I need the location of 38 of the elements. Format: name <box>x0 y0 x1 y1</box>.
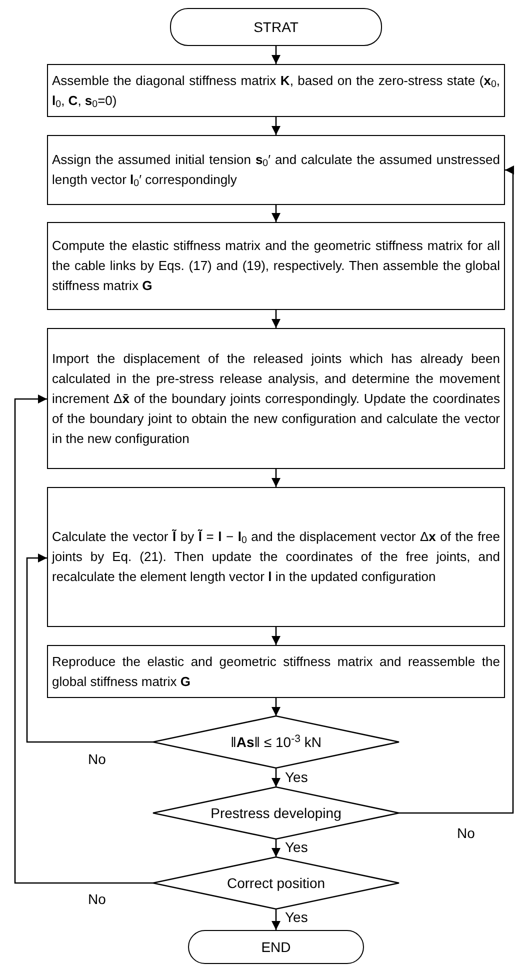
arrow <box>272 839 280 857</box>
arrow <box>272 469 280 487</box>
node-text: Prestress developing <box>208 805 344 821</box>
edge-label: Yes <box>284 909 309 925</box>
arrow <box>272 909 280 930</box>
arrow <box>272 627 280 645</box>
node-text: Calculate the vector l̃ by l̃ = l − l$_{0}$ and the displacement vector Δx of the free joints by Eq. (21). Then update the coordinates of the free joints, and recalculate the element length vector l in the updated configuration <box>52 528 500 586</box>
terminal-box <box>188 930 364 964</box>
node-text: Assign the assumed initial tension s$_{0}$′ and calculate the assumed unstressed length vector l$_{0}$′ correspondingly <box>52 151 500 190</box>
process-box <box>47 645 505 698</box>
node-text: Compute the elastic stiffness matrix and the geometric stiffness matrix for all the cable links by Eqs. (17) and (19), respectively. Then assemble the global stiffness matrix G <box>52 237 500 295</box>
arrow <box>272 768 280 787</box>
arrow <box>272 310 280 328</box>
edge-label: Yes <box>284 839 309 855</box>
node-text: Correct position <box>224 875 328 891</box>
node-text: ‖As‖ ≤ 10$^{-3}$ kN <box>228 734 324 750</box>
arrow <box>272 46 280 64</box>
process-box <box>47 328 505 469</box>
arrow <box>272 205 280 222</box>
arrow <box>399 166 514 814</box>
node-text: END <box>261 938 291 956</box>
edge-label: No <box>87 751 107 767</box>
process-box <box>47 222 505 310</box>
node-text: Reproduce the elastic and geometric stiffness matrix and reassemble the global stiffness matrix G <box>52 652 500 691</box>
node-text: Assemble the diagonal stiffness matrix K, based on the zero-stress state (x$_{0}$, l$_{0}$, C, s$_{0}$=0) <box>52 72 500 110</box>
node-text: Import the displacement of the released joints which has already been calculated in the pre-stress release analysis, and determine the movement increment Δx̄ of the boundary joints correspondingly. Update the coordinates of the boundary joint to obtain the new configuration and calculate the vector in the new configuration <box>52 350 500 448</box>
arrow <box>272 117 280 135</box>
node-text: STRAT <box>254 18 298 36</box>
arrow <box>272 698 280 716</box>
process-box <box>47 487 505 627</box>
arrow <box>26 554 153 743</box>
edge-label: No <box>87 891 107 907</box>
process-box <box>47 135 505 205</box>
edge-label: No <box>456 825 476 841</box>
process-box <box>47 64 505 117</box>
edge-label: Yes <box>284 769 309 785</box>
arrow <box>14 394 153 884</box>
terminal-box <box>170 8 382 46</box>
